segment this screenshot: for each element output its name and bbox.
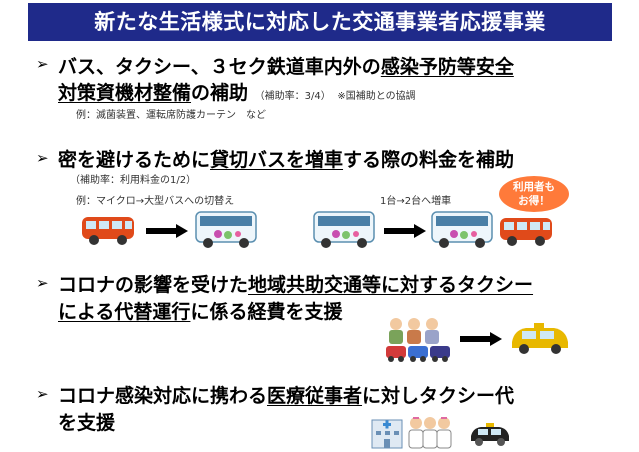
arrow-right-icon	[384, 224, 426, 238]
bullet-2-icon: ➢	[36, 149, 49, 167]
bullet-3-icon: ➢	[36, 274, 49, 292]
hospital-icon	[370, 414, 404, 450]
item-3-heading-line2: による代替運行に係る経費を支援	[58, 301, 343, 323]
taxi-icon	[508, 318, 572, 358]
bullet-4-icon: ➢	[36, 385, 49, 403]
bullet-1-icon: ➢	[36, 55, 49, 73]
item-4-heading-line2: を支援	[58, 412, 116, 434]
item-1-heading-line2: 対策資機材整備の補助 （補助率：3/4） ※国補助との協調	[58, 82, 416, 104]
bus-icon	[194, 208, 258, 250]
medical-staff-icon	[406, 414, 454, 450]
item-2-example-2: 1台→2台へ増車	[380, 196, 452, 207]
item-1-heading-line1: バス、タクシー、３セク鉄道車内外の感染予防等安全	[58, 56, 514, 78]
item-3-heading-line1: コロナの影響を受けた地域共助交通等に対するタクシー	[58, 274, 534, 296]
item-1-example: 例：滅菌装置、運転席防護カーテン など	[76, 110, 266, 121]
item-2-rate: （補助率：利用料金の1/2）	[70, 175, 197, 186]
users-benefit-badge: 利用者も お得！	[499, 176, 569, 212]
item-4-heading-line1: コロナ感染対応に携わる医療従事者に対しタクシー代	[58, 385, 515, 407]
arrow-right-icon	[146, 224, 188, 238]
item-2-heading: 密を避けるために貸切バスを増車する際の料金を補助	[58, 149, 515, 171]
taxi-icon	[468, 420, 512, 448]
minibus-icon	[498, 214, 554, 248]
item-2-example-1: 例：マイクロ→大型バスへの切替え	[76, 196, 235, 207]
bus-icon	[430, 208, 494, 250]
arrow-right-icon	[460, 332, 502, 346]
bus-icon	[312, 208, 376, 250]
minibus-icon	[80, 213, 136, 247]
elderly-people-icon	[384, 316, 454, 364]
page-title: 新たな生活様式に対応した交通事業者応援事業	[28, 3, 612, 41]
